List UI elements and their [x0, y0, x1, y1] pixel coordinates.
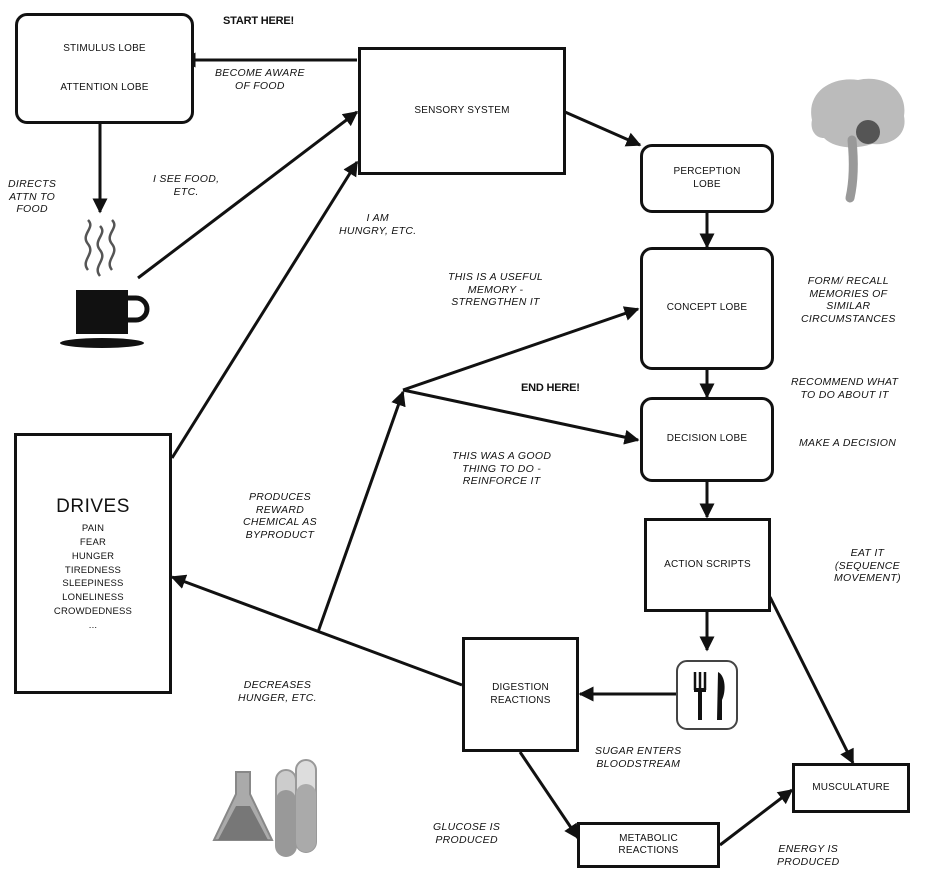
start-here-label: START HERE! [223, 15, 294, 27]
fork-knife-icon [676, 660, 738, 730]
stimulus-attention-box: STIMULUS LOBE ATTENTION LOBE [15, 13, 194, 124]
drive-item: ... [88, 619, 98, 631]
arrow-drives-to-sensory [170, 160, 359, 459]
note-become-aware: BECOME AWARE OF FOOD [215, 67, 305, 92]
lab-flask-icon [212, 759, 317, 857]
note-directs-attn: DIRECTS ATTN TO FOOD [8, 178, 57, 216]
arrow-food-to-sensory [137, 110, 359, 280]
action-scripts-label: ACTION SCRIPTS [664, 558, 751, 570]
arrow-digestion-to-metabolic [518, 751, 580, 840]
arrow-reward-to-decision [402, 388, 640, 445]
arrow-reward-to-concept [402, 306, 640, 392]
perception-lobe-label: PERCEPTION LOBE [673, 166, 741, 190]
metabolic-reactions-box: METABOLIC REACTIONS [577, 822, 720, 868]
note-produces-reward: PRODUCES REWARD CHEMICAL AS BYPRODUCT [243, 491, 317, 541]
note-decreases-hunger: DECREASES HUNGER, ETC. [238, 679, 317, 704]
decision-lobe-label: DECISION LOBE [666, 433, 748, 445]
arrow-metabolic-to-musculature [719, 788, 794, 847]
drive-item: LONELINESS [62, 592, 124, 604]
coffee-cup-icon [60, 219, 150, 348]
note-recommend: RECOMMEND WHAT TO DO ABOUT IT [791, 376, 899, 401]
digestion-reactions-box: DIGESTION REACTIONS [462, 637, 579, 752]
end-here-label: END HERE! [521, 382, 580, 394]
action-scripts-box: ACTION SCRIPTS [644, 518, 771, 612]
arrow-reward-path [316, 390, 406, 633]
arrow-action-to-musculature [768, 596, 855, 765]
perception-lobe-box: PERCEPTION LOBE [640, 144, 774, 213]
decision-lobe-box: DECISION LOBE [640, 397, 774, 482]
note-good-thing: THIS WAS A GOOD THING TO DO - REINFORCE … [452, 450, 552, 488]
concept-lobe-box: CONCEPT LOBE [640, 247, 774, 370]
attention-lobe-label: ATTENTION LOBE [60, 81, 149, 93]
note-energy-produced: ENERGY IS PRODUCED [777, 843, 840, 868]
drive-item: PAIN [81, 523, 105, 535]
digestion-reactions-label: DIGESTION REACTIONS [490, 682, 551, 706]
brain-icon [811, 78, 905, 203]
note-useful-memory: THIS IS A USEFUL MEMORY - STRENGTHEN IT [448, 271, 544, 309]
note-i-am-hungry: I AM HUNGRY, ETC. [339, 212, 417, 237]
drives-title: DRIVES [56, 495, 130, 517]
note-glucose-produced: GLUCOSE IS PRODUCED [433, 821, 501, 846]
sensory-system-label: SENSORY SYSTEM [414, 104, 510, 116]
concept-lobe-label: CONCEPT LOBE [666, 302, 748, 314]
stimulus-lobe-label: STIMULUS LOBE [63, 42, 146, 54]
drive-item: HUNGER [71, 550, 115, 562]
metabolic-reactions-label: METABOLIC REACTIONS [618, 832, 679, 857]
musculature-label: MUSCULATURE [812, 781, 890, 793]
arrow-sensory-to-perception [564, 110, 642, 147]
note-i-see-food: I SEE FOOD, ETC. [153, 173, 220, 198]
drive-item: CROWDEDNESS [53, 605, 133, 617]
drive-item: FEAR [79, 537, 107, 549]
drives-list: PAIN FEAR HUNGER TIREDNESS SLEEPINESS LO… [54, 522, 132, 632]
drives-box: DRIVES PAIN FEAR HUNGER TIREDNESS SLEEPI… [14, 433, 172, 694]
drive-item: SLEEPINESS [62, 578, 124, 590]
drive-item: TIREDNESS [64, 564, 122, 576]
note-eat-it: EAT IT (SEQUENCE MOVEMENT) [834, 547, 901, 585]
note-form-recall: FORM/ RECALL MEMORIES OF SIMILAR CIRCUMS… [801, 275, 896, 325]
note-sugar-enters: SUGAR ENTERS BLOODSTREAM [595, 745, 682, 770]
sensory-system-box: SENSORY SYSTEM [358, 47, 566, 175]
musculature-box: MUSCULATURE [792, 763, 910, 813]
note-make-decision: MAKE A DECISION [799, 437, 897, 449]
